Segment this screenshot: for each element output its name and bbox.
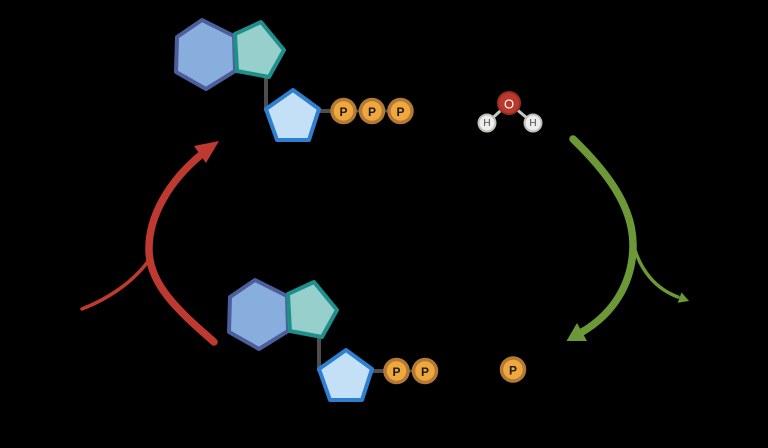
water-molecule: H H O <box>477 91 543 133</box>
phosphate-circle <box>387 97 414 125</box>
hydrolysis-arrow-body <box>569 135 637 336</box>
synthesis-arrow-energy-tail <box>80 258 151 311</box>
phosphate-label: P <box>392 365 400 379</box>
phosphate-circle <box>330 97 357 125</box>
adp-molecule: P P <box>227 278 439 402</box>
hydrogen-atom <box>477 113 497 133</box>
adp-adenine-hexagon <box>227 278 290 351</box>
phosphate-label: P <box>396 105 404 119</box>
adp-adenine-pentagon <box>286 280 339 339</box>
phosphate-label: P <box>421 365 429 379</box>
atp-phosphate-3: P <box>387 97 414 125</box>
oxygen-label: O <box>504 97 514 112</box>
phosphate-label: P <box>368 105 376 119</box>
synthesis-arrow <box>80 141 219 346</box>
oxygen-atom <box>497 91 521 115</box>
hydrolysis-arrow <box>566 135 689 341</box>
adp-phosphate-2: P <box>411 357 439 385</box>
phosphate-label: P <box>509 364 517 378</box>
synthesis-arrowhead <box>194 141 219 163</box>
phosphate-circle <box>499 356 527 383</box>
phosphate-circle <box>411 357 439 385</box>
hydrogen-label: H <box>483 118 490 129</box>
phosphate-circle <box>358 97 386 125</box>
hydrogen-atom <box>523 113 543 133</box>
free-phosphate: P <box>499 356 527 383</box>
atp-phosphate-2: P <box>358 97 386 125</box>
atp-adenine-pentagon <box>233 20 286 79</box>
adp-phosphate-1: P <box>383 357 410 385</box>
adp-ribose-pentagon <box>317 348 374 402</box>
atp-molecule: P P P <box>174 18 414 142</box>
hydrolysis-energy-arrowhead <box>677 292 689 303</box>
phosphate-label: P <box>339 105 347 119</box>
atp-ribose-pentagon <box>264 88 321 142</box>
atp-phosphate-1: P <box>330 97 357 125</box>
phosphate-circle <box>383 357 410 385</box>
synthesis-arrow-body <box>145 150 218 346</box>
atp-adenine-hexagon <box>174 18 237 91</box>
hydrogen-label: H <box>529 118 536 129</box>
hydrolysis-arrowhead <box>566 323 587 341</box>
hydrolysis-arrow-energy-branch <box>632 245 680 299</box>
